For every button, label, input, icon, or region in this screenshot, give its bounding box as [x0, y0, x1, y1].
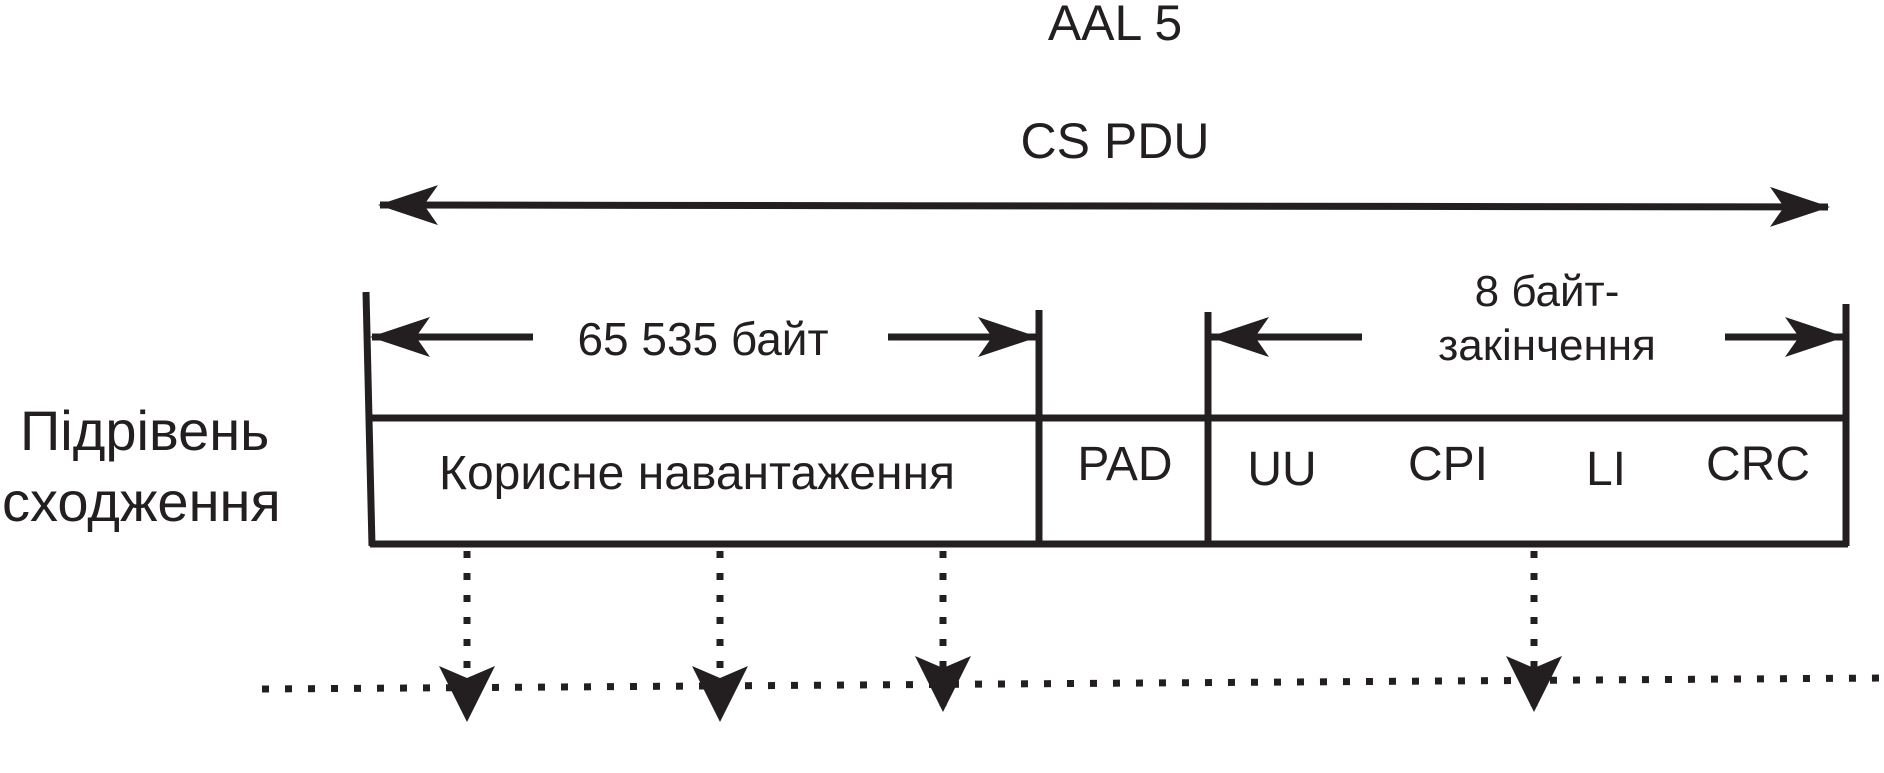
field-li: LI	[1586, 443, 1626, 496]
payload-size-label: 65 535 байт	[577, 313, 828, 365]
cs-pdu-label: CS PDU	[1021, 113, 1210, 169]
sublayer-label-line1: Підрівень	[20, 399, 269, 462]
field-crc: CRC	[1706, 438, 1810, 491]
diagram-title: AAL 5	[1048, 0, 1182, 51]
field-cpi: CPI	[1408, 438, 1488, 491]
sublayer-label-line2: сходження	[2, 470, 281, 533]
trailer-size-label-line2: закінчення	[1438, 321, 1656, 370]
trailer-size-label-line1: 8 байт-	[1475, 267, 1620, 316]
field-pad: PAD	[1077, 438, 1172, 491]
cs-pdu-span-arrow	[378, 185, 1830, 227]
field-uu: UU	[1247, 443, 1316, 496]
pdu-frame	[362, 291, 1850, 548]
field-payload: Корисне навантаження	[439, 447, 955, 500]
segmentation-arrows	[439, 551, 1562, 722]
dotted-boundary-line	[261, 674, 1884, 693]
